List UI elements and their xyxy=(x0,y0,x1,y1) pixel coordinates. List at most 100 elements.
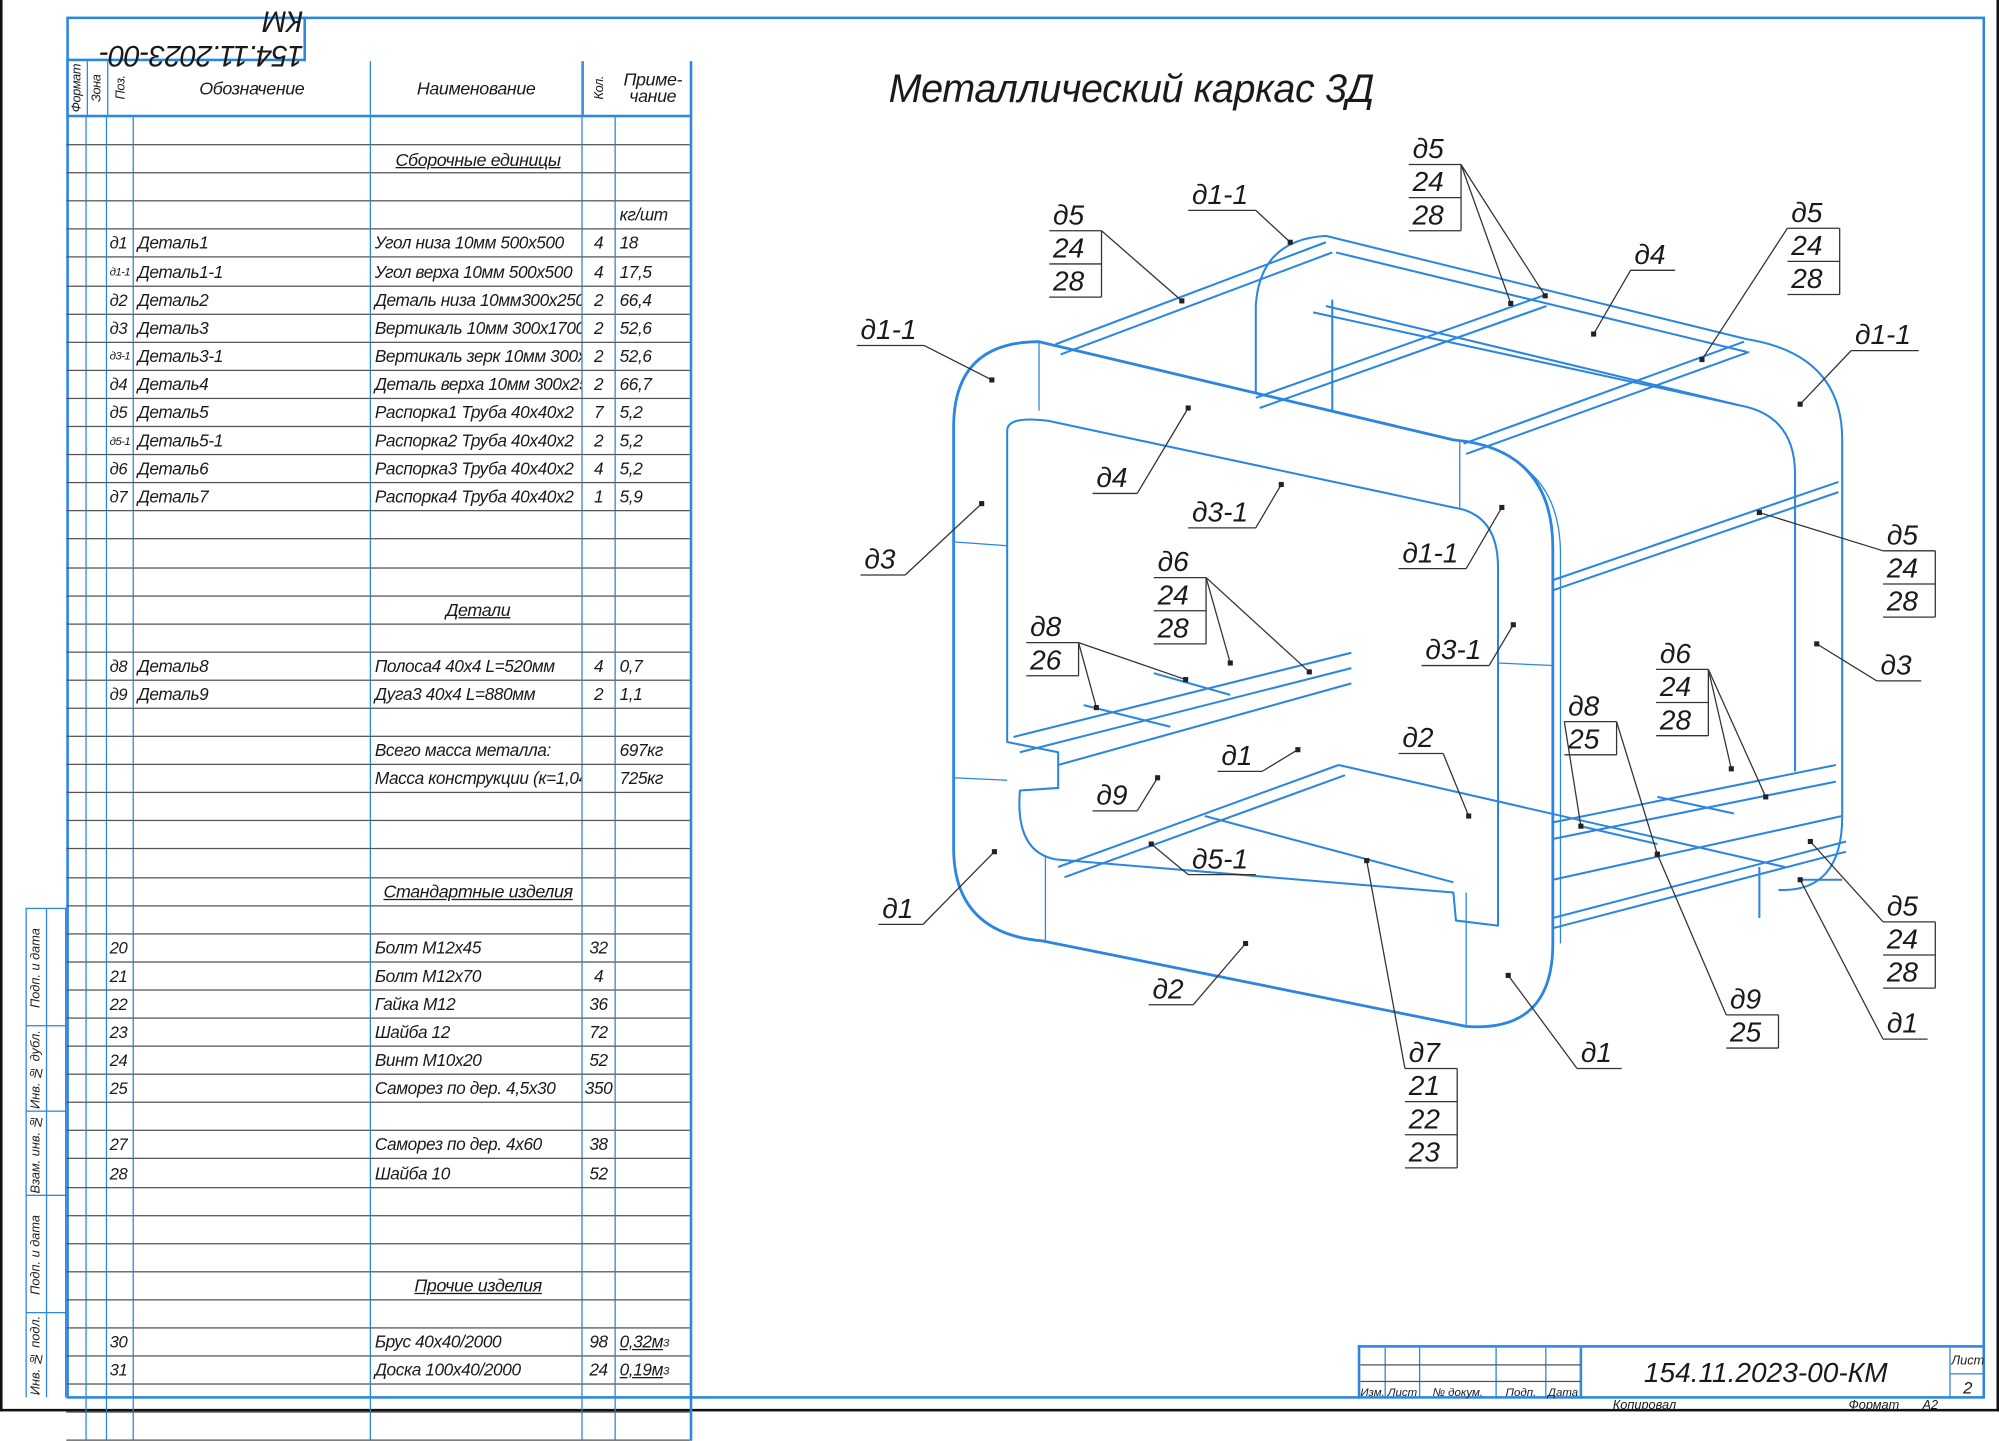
name-cell: Брус 40х40/2000 xyxy=(371,1328,583,1356)
pos-cell: 21 xyxy=(107,962,134,990)
drawing-title: Металлический каркас 3Д xyxy=(888,66,1375,111)
callout-target-dot xyxy=(1807,838,1813,845)
callout-leader xyxy=(1078,641,1186,681)
zone-cell xyxy=(87,201,108,229)
qty-cell-text: 2 xyxy=(593,431,604,451)
revision-column-label: № докум. xyxy=(1432,1385,1484,1399)
pos-cell-text: 27 xyxy=(109,1135,128,1155)
callout: д4 xyxy=(1092,405,1191,495)
format-cell xyxy=(66,173,87,201)
table-row xyxy=(66,821,690,850)
front-ring-inner xyxy=(1006,418,1500,927)
zone-cell xyxy=(87,427,108,455)
callout-text: д6 xyxy=(1158,546,1189,577)
qty-cell xyxy=(583,1413,616,1440)
qty-cell-text: 4 xyxy=(593,966,604,986)
qty-cell xyxy=(583,765,616,793)
format-cell xyxy=(66,568,87,595)
format-cell xyxy=(66,455,87,483)
name-cell xyxy=(371,1300,583,1328)
callout-leader xyxy=(1799,879,1884,1040)
name-cell-text: Саморез по дер. 4х60 xyxy=(374,1135,542,1155)
table-row: Всего масса металла:697кг xyxy=(66,737,690,766)
format-label: Формат xyxy=(1848,1398,1900,1413)
callout-text: д3 xyxy=(1880,649,1911,680)
callout-target-dot xyxy=(1814,641,1820,647)
callout: д2 xyxy=(1148,940,1249,1006)
zone-cell xyxy=(87,568,108,595)
side-stamp-label-cell: Подп. и дата xyxy=(27,1195,48,1314)
table-row xyxy=(66,1384,690,1414)
designation-cell: Деталь3-1 xyxy=(134,342,371,370)
callout-text: 24 xyxy=(1790,230,1822,261)
format-cell xyxy=(66,1215,87,1243)
qty-cell: 24 xyxy=(583,1356,616,1384)
callout-text: д9 xyxy=(1096,780,1127,811)
callout-text: д4 xyxy=(1096,462,1127,493)
note-cell-text: 725кг xyxy=(619,769,664,789)
name-cell: Угол верха 10мм 500х500 xyxy=(371,258,583,286)
note-cell-text: 17,5 xyxy=(619,262,652,282)
format-cell xyxy=(66,596,87,624)
zone-cell xyxy=(87,1215,108,1243)
name-cell: Шайба 10 xyxy=(371,1159,583,1187)
top-rail-middle xyxy=(1255,294,1547,409)
table-row xyxy=(66,1244,690,1273)
note-superscript: 3 xyxy=(662,1363,670,1377)
pos-cell: д7 xyxy=(107,483,134,511)
zone-cell xyxy=(87,145,108,173)
qty-cell-text: 24 xyxy=(589,1360,608,1380)
spec-header-row: Формат Зона Поз. Обозначение Наименовани… xyxy=(66,61,690,118)
pos-cell xyxy=(107,1300,134,1328)
pos-cell: 25 xyxy=(107,1075,134,1102)
designation-cell xyxy=(134,1244,371,1271)
frame-geometry xyxy=(952,234,1847,1029)
name-cell xyxy=(371,539,583,567)
qty-cell xyxy=(583,117,616,145)
table-row xyxy=(66,708,690,738)
header-note: Приме- чание xyxy=(623,68,683,106)
name-cell: Гайка М12 xyxy=(371,990,583,1018)
pos-cell: 30 xyxy=(107,1328,134,1356)
designation-cell: Деталь6 xyxy=(134,455,371,483)
name-cell: Вертикаль 10мм 300х1700 xyxy=(371,314,583,342)
name-cell: Доска 100х40/2000 xyxy=(371,1356,583,1384)
callout-text: 21 xyxy=(1408,1070,1440,1101)
name-cell-text: Дуга3 40х4 L=880мм xyxy=(374,684,536,704)
callout-text: 28 xyxy=(1659,704,1692,735)
table-row xyxy=(66,906,690,935)
format-value: А2 xyxy=(1922,1398,1939,1413)
zone-cell xyxy=(87,1018,108,1046)
callout-target-dot xyxy=(1797,401,1803,407)
callout-text: 28 xyxy=(1886,957,1919,988)
name-cell: Дуга3 40х4 L=880мм xyxy=(371,680,583,708)
note-cell: 5,2 xyxy=(616,427,690,454)
zone-cell xyxy=(87,624,108,652)
designation-cell xyxy=(134,1103,371,1131)
callout-target-dot xyxy=(1227,660,1233,666)
section-heading-row: Стандартные изделия xyxy=(66,877,690,907)
callout-target-dot xyxy=(1364,858,1370,864)
qty-cell-text: 2 xyxy=(593,318,604,338)
format-cell xyxy=(66,258,87,286)
format-cell xyxy=(66,962,87,990)
name-cell-text: Шайба 10 xyxy=(374,1163,451,1183)
table-row xyxy=(66,793,690,822)
qty-cell: 2 xyxy=(583,314,616,342)
callout: д1-1 xyxy=(1398,504,1505,570)
pos-cell xyxy=(107,1215,134,1243)
callout-leader xyxy=(1488,624,1514,666)
name-cell: Саморез по дер. 4х60 xyxy=(371,1131,583,1159)
name-cell: Масса конструкции (к=1,04): xyxy=(371,765,583,793)
callout-text: д7 xyxy=(1409,1037,1441,1068)
callout-text: д1-1 xyxy=(1855,319,1911,350)
note-cell-text: 66,7 xyxy=(619,374,652,394)
zone-cell xyxy=(87,652,108,680)
